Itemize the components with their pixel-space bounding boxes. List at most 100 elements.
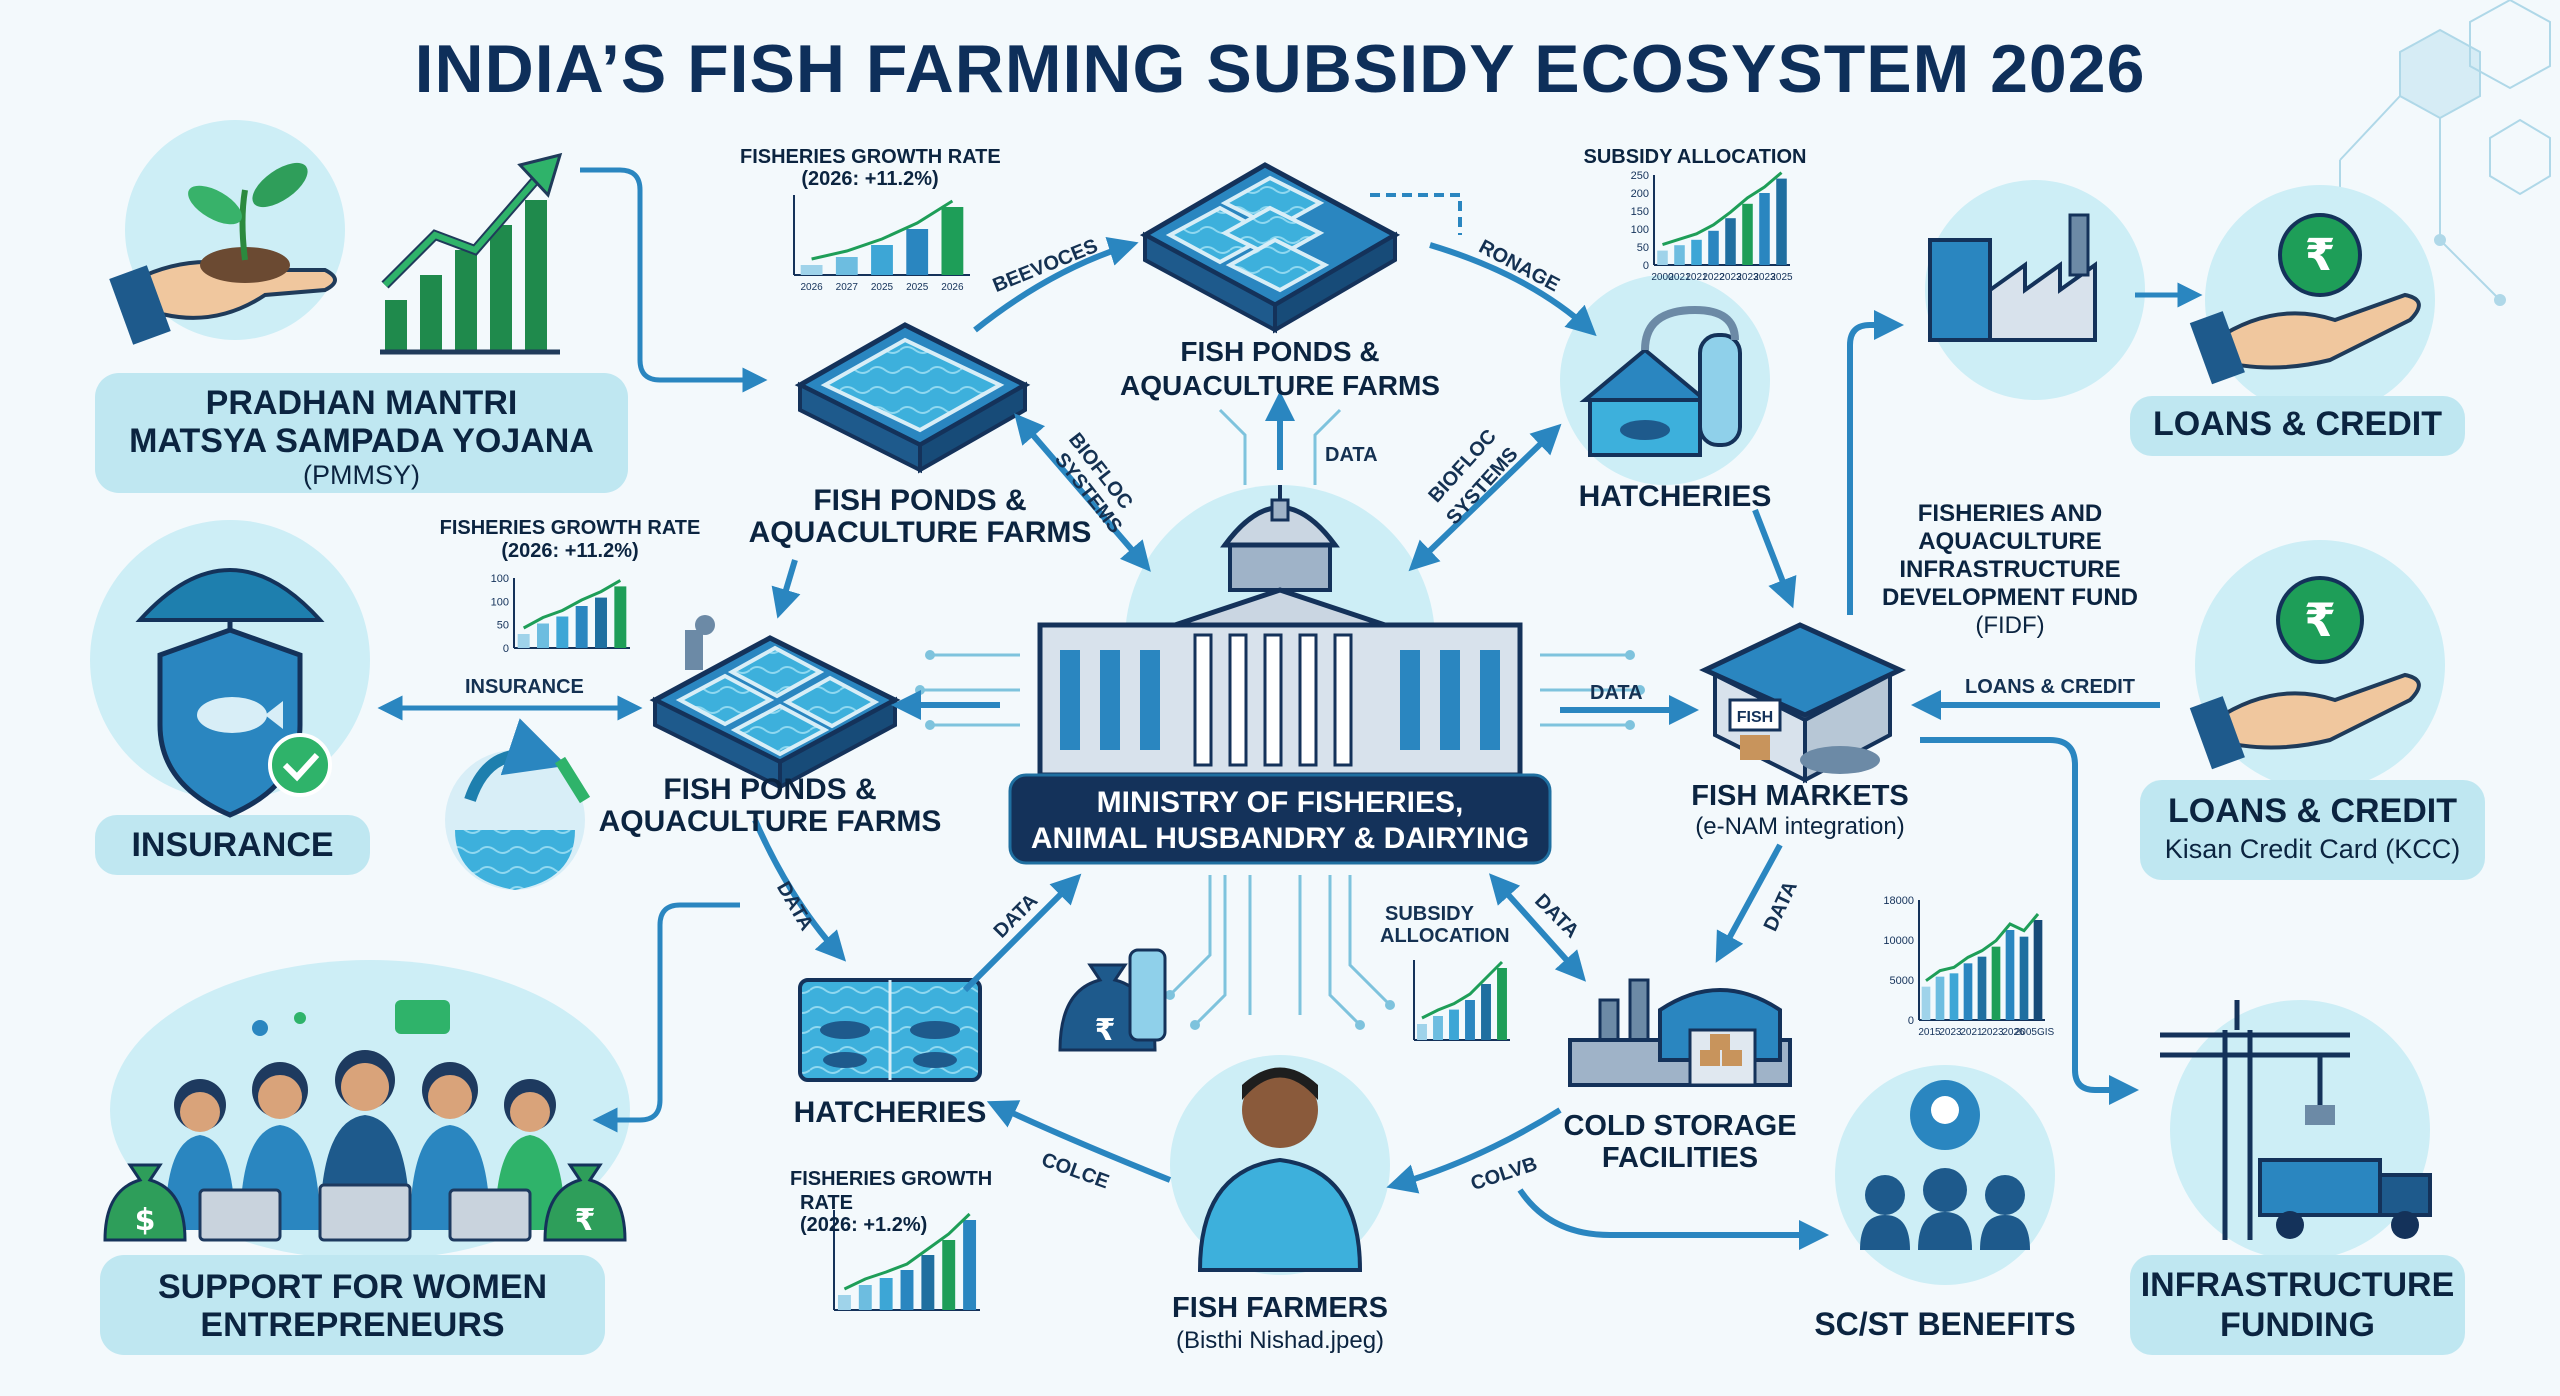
ministry-box [1008,773,1552,865]
chart-y-tick: 200 [1631,188,1649,200]
chart-bar [835,257,858,275]
fish-markets-illustration [1699,622,1906,784]
growth-bars-icon [380,152,563,355]
ponds-top-label-line1: FISH PONDS & [1180,336,1380,367]
recycle-fish-icon [445,718,591,890]
chart-growth-bottom [833,1210,980,1311]
chart-bar [1708,230,1719,265]
hatcheries-bottom-illustration [798,978,982,1082]
women-label-line1: SUPPORT FOR WOMEN [157,1268,548,1306]
fidf-line4: DEVELOPMENT FUND [1881,584,2138,611]
chart-right-growth: 050001000018000201520232021202320262005G… [1883,895,2054,1038]
chart-x-tick: 2021 [1960,1027,1983,1038]
chart-bar [900,1270,914,1310]
chart-x-tick: 2023 [1981,1027,2004,1038]
chart-left-title-2: (2026: +11.2%) [501,540,639,562]
chart-y-tick: 0 [503,643,509,655]
rupee-coin-kcc-icon [2276,576,2364,664]
arrow-to-infra [1920,737,2139,1105]
ministry-building-illustration [1037,485,1523,795]
chart-bar [517,634,530,648]
chart-trend-line [843,1212,971,1291]
chart-bottom-title-2: RATE [800,1192,853,1214]
hatcheries-top-illustration [1560,275,1770,485]
chart-bar [1921,986,1931,1020]
chart-left-title-1: FISHERIES GROWTH RATE [439,517,701,539]
loans-kcc-pill [2140,780,2485,880]
hatcheries-top-label: HATCHERIES [1578,480,1772,513]
chart-bar [942,1240,956,1310]
loans-top-label: LOANS & CREDIT [2153,405,2442,443]
ponds-top-label-line2: AQUACULTURE FARMS [1120,370,1440,401]
chart-x-tick: 2027 [836,282,859,293]
svg-text:₹: ₹ [2305,230,2336,281]
arrow-hatch-to-market [1752,508,1797,609]
women-arrow [592,902,740,1133]
arrow-label-insurance: INSURANCE [465,676,584,698]
chart-y-tick: 0 [1908,1015,1914,1027]
arrow-label-loans: LOANS & CREDIT [1965,676,2135,698]
scst-label: SC/ST BENEFITS [1814,1306,2076,1342]
cash-icon [395,1000,450,1034]
arrow-data-center-left [962,873,1082,993]
loans-top-pill [2130,396,2465,456]
chart-y-tick: 50 [497,620,509,632]
ponds-left-upper-label-line2: AQUACULTURE FARMS [748,516,1092,549]
chart-bar [1759,193,1770,265]
pmmsy-label-line3: (PMMSY) [303,460,420,490]
ponds-top-center-illustration [1139,162,1462,334]
chart-bar [1417,1024,1427,1040]
chart-y-tick: 100 [1631,224,1649,236]
chart-y-tick: 0 [1643,260,1649,272]
pmmsy-to-ponds-arrow [580,167,768,393]
check-icon [268,733,332,797]
chart-y-tick: 100 [491,573,509,585]
umbrella-icon [135,568,325,622]
chart-x-tick: 2023 [1736,272,1759,283]
pmmsy-illustration [95,120,628,493]
chart-subsidy-small [1413,960,1510,1041]
chart-x-tick: 2022 [1702,272,1725,283]
chart-bar [858,1285,872,1310]
insurance-pill [95,815,370,875]
rupee-coin-icon [2278,213,2362,297]
chart-bar [1742,203,1753,265]
fidf-line5: (FIDF) [1975,612,2045,639]
chart-x-tick: 2005GIS [2015,1027,2055,1038]
circuit-lines [920,408,1640,1027]
chart-bar [963,1220,977,1310]
loans-top-illustration [2130,185,2465,456]
chart-subsidy-title: SUBSIDY ALLOCATION [1583,146,1807,168]
chart-bar [871,245,893,275]
arrow-colvb [1386,1107,1562,1194]
chart-bar [1725,218,1736,265]
chart-bar [921,1255,935,1310]
crane-icon [2160,1000,2350,1240]
pmmsy-label-line2: MATSYA SAMPADA YOJANA [129,422,594,460]
svg-text:₹: ₹ [575,1203,596,1238]
chart-x-tick: 2025 [906,282,929,293]
fish-markets-label: FISH MARKETS [1691,780,1909,812]
fish-farmer-illustration [1170,1055,1390,1275]
chart-bar [1991,946,2001,1020]
chart-trend-line [522,579,622,630]
sprout-icon [239,189,248,261]
fidf-line3: INFRASTRUCTURE [1899,556,2121,583]
hatcheries-bottom-label: HATCHERIES [793,1096,987,1129]
chart-bar [837,1295,851,1310]
chart-bar [1449,1009,1459,1040]
chart-bottom-title-3: (2026: +1.2%) [800,1214,928,1236]
chart-bar [906,229,929,275]
page-title: INDIA’S FISH FARMING SUBSIDY ECOSYSTEM 2… [414,31,2146,107]
insurance-illustration [90,520,370,875]
chart-y-tick: 50 [1637,242,1649,254]
fish-farmers-sub: (Bisthi Nishad.jpeg) [1175,1327,1385,1354]
arrow-ronage [1429,242,1597,337]
pmmsy-label-line1: PRADHAN MANTRI [205,384,518,422]
arrow-label-data-right: DATA [1590,682,1643,704]
money-bag-center-icon [1058,948,1167,1052]
chart-y-tick: 150 [1631,206,1649,218]
chart-bar [1433,1016,1443,1040]
